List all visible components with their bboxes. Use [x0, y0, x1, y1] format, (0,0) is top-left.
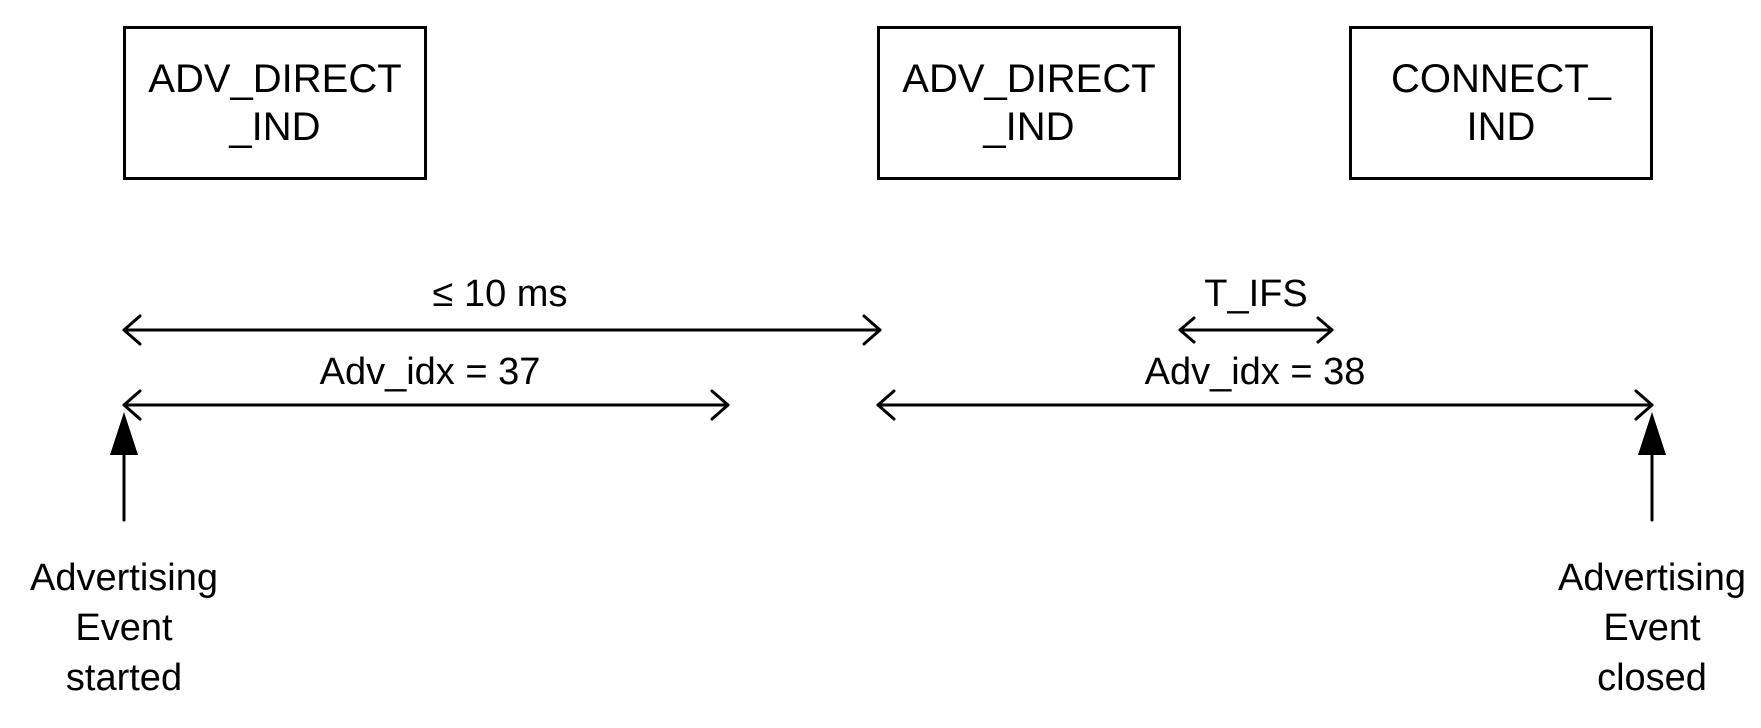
pdu-label: ADV_DIRECT _IND [902, 57, 1156, 149]
interval-arrow [122, 314, 882, 346]
pdu-box-connect-ind: CONNECT_ IND [1349, 26, 1653, 180]
pdu-box-adv-direct-ind-1: ADV_DIRECT _IND [123, 26, 427, 180]
event-end-caption: Advertising Event closed [1558, 557, 1746, 699]
interval-label: ≤ 10 ms [432, 273, 568, 315]
channel-38-arrow [876, 389, 1654, 421]
pdu-label: CONNECT_ IND [1390, 57, 1612, 149]
event-start-arrowhead [110, 412, 138, 455]
tifs-label: T_IFS [1204, 273, 1308, 315]
channel-37-arrow [122, 389, 730, 421]
event-start-caption: Advertising Event started [30, 557, 218, 699]
pdu-label: ADV_DIRECT _IND [148, 57, 402, 149]
channel-38-label: Adv_idx = 38 [1144, 351, 1366, 393]
channel-37-label: Adv_idx = 37 [319, 351, 541, 393]
event-end-arrowhead [1638, 412, 1666, 455]
tifs-arrow [1178, 316, 1334, 344]
pdu-box-adv-direct-ind-2: ADV_DIRECT _IND [877, 26, 1181, 180]
